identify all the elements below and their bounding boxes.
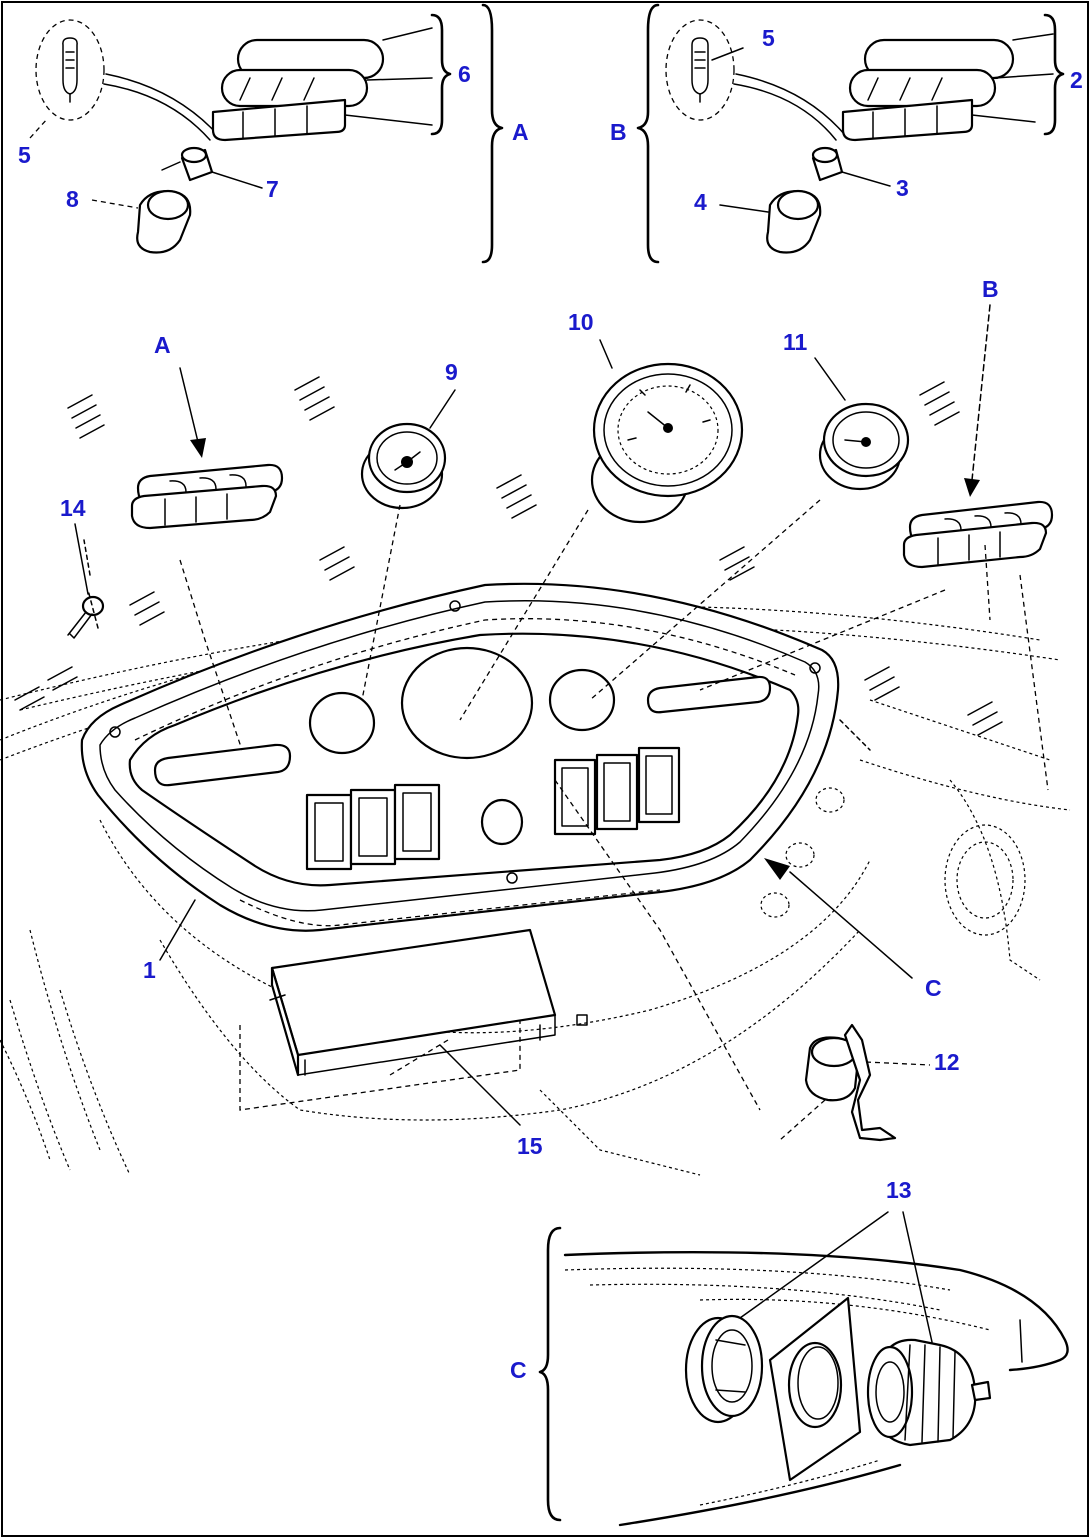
switch-opening-left: [153, 743, 292, 787]
rocker-switch-openings-right: [553, 746, 681, 836]
bulb-icon-a: [62, 37, 78, 95]
bulb-highlight-a: [35, 19, 105, 121]
switch-base-b: [841, 98, 974, 142]
brace-b: [636, 3, 660, 264]
gauge-opening-11: [548, 668, 616, 732]
label-1: 1: [143, 957, 156, 983]
brace-a: [481, 3, 504, 264]
detail-a-switch-assembly: [35, 3, 504, 264]
label-6: 6: [458, 61, 471, 87]
label-15: 15: [517, 1133, 543, 1159]
label-8: 8: [66, 186, 79, 212]
switch-group-a: [130, 463, 284, 530]
label-7: 7: [266, 176, 279, 202]
gauge-11: [818, 402, 910, 491]
key-14: [67, 595, 105, 639]
gauge-opening-9: [308, 691, 376, 755]
bulb-icon-b: [691, 37, 709, 95]
main-dashboard-assembly: [0, 304, 1071, 1176]
switch-group-b: [902, 500, 1054, 569]
detail-b-switch-assembly: [636, 3, 1065, 264]
brace-c: [538, 1226, 562, 1522]
label-13: 13: [886, 1177, 912, 1203]
part-labels: 5 6 A 7 8 5 2 B 3 4 A 10 11 9 B 14 1 C 1…: [18, 25, 1083, 1383]
label-5-b: 5: [762, 25, 775, 51]
switch-opening-right: [646, 675, 772, 714]
label-c-arrow: C: [925, 975, 942, 1001]
gauge-10: [590, 362, 744, 524]
rocker-switch-openings-left: [305, 783, 441, 871]
detail-c-assembly: [538, 1211, 1069, 1527]
label-a-detail: A: [512, 119, 529, 145]
switch-frame-b: [848, 68, 997, 108]
gauge-opening-10: [400, 646, 534, 760]
label-11: 11: [783, 329, 808, 355]
label-2: 2: [1070, 67, 1083, 93]
label-b-arrow: B: [982, 276, 999, 302]
label-4: 4: [694, 189, 707, 215]
gauge-9: [360, 422, 447, 510]
label-10: 10: [568, 309, 594, 335]
label-c-detail: C: [510, 1357, 527, 1383]
label-14: 14: [60, 495, 86, 521]
label-12: 12: [934, 1049, 960, 1075]
bulb-highlight-b: [665, 19, 735, 121]
key-switch-opening: [480, 798, 524, 846]
ignition-switch-12: [804, 1023, 897, 1142]
brace-6: [430, 13, 452, 136]
storage-compartment-lid-15: [239, 928, 588, 1111]
label-b-detail: B: [610, 119, 627, 145]
label-3: 3: [896, 175, 909, 201]
label-a-arrow: A: [154, 332, 171, 358]
label-5-a: 5: [18, 142, 31, 168]
switch-base-a: [211, 98, 347, 142]
label-9: 9: [445, 359, 458, 385]
brace-2: [1043, 13, 1065, 136]
